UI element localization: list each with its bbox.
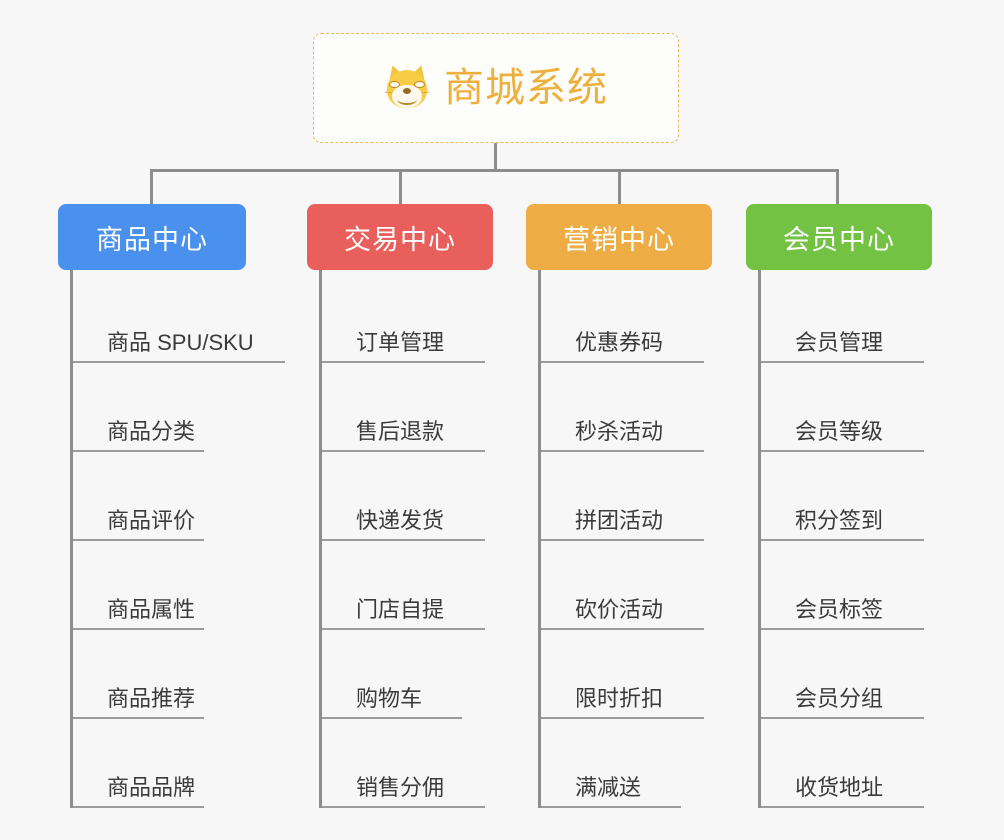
branch-header-label-3: 营销中心	[563, 224, 675, 255]
leaf-label: 收货地址	[795, 774, 884, 800]
leaf-item[interactable]: 优惠券码	[541, 274, 704, 363]
leaf-item[interactable]: 商品 SPU/SKU	[73, 274, 285, 363]
root-title: 商城系统	[444, 66, 608, 110]
leaf-label: 购物车	[356, 685, 423, 711]
branch-交易中心: 交易中心 订单管理 售后退款 快递发货 门店自提 购物车 销售分佣	[307, 204, 493, 808]
leaf-item[interactable]: 商品分类	[73, 363, 204, 452]
leaf-label: 销售分佣	[356, 774, 445, 800]
leaf-item[interactable]: 会员管理	[761, 274, 924, 363]
leaf-item[interactable]: 会员标签	[761, 541, 924, 630]
leaf-label: 满减送	[575, 774, 642, 800]
leaf-label: 会员标签	[795, 596, 884, 622]
leaf-item[interactable]: 收货地址	[761, 719, 924, 808]
leaf-item[interactable]: 订单管理	[322, 274, 485, 363]
branch-会员中心: 会员中心 会员管理 会员等级 积分签到 会员标签 会员分组 收货地址	[746, 204, 932, 808]
leaf-label: 门店自提	[356, 596, 445, 622]
branch-spine-1: 商品 SPU/SKU 商品分类 商品评价 商品属性 商品推荐 商品品牌	[70, 270, 285, 808]
branch-header-3[interactable]: 营销中心	[526, 204, 712, 270]
branch-header-1[interactable]: 商品中心	[58, 204, 246, 270]
leaf-label: 商品 SPU/SKU	[107, 329, 254, 355]
leaf-item[interactable]: 商品属性	[73, 541, 204, 630]
leaf-item[interactable]: 商品评价	[73, 452, 204, 541]
leaf-item[interactable]: 拼团活动	[541, 452, 704, 541]
leaf-item[interactable]: 限时折扣	[541, 630, 704, 719]
leaf-item[interactable]: 积分签到	[761, 452, 924, 541]
leaf-label: 拼团活动	[575, 507, 664, 533]
branch-商品中心: 商品中心 商品 SPU/SKU 商品分类 商品评价 商品属性 商品推荐 商品品牌	[58, 204, 285, 808]
leaf-label: 商品评价	[107, 507, 196, 533]
leaf-item[interactable]: 满减送	[541, 719, 681, 808]
connector-horizontal-bus	[150, 169, 839, 172]
connector-drop-1	[150, 169, 153, 206]
branch-spine-4: 会员管理 会员等级 积分签到 会员标签 会员分组 收货地址	[758, 270, 924, 808]
connector-drop-4	[836, 169, 839, 206]
leaf-label: 商品推荐	[107, 685, 196, 711]
leaf-label: 秒杀活动	[575, 418, 664, 444]
leaf-label: 商品分类	[107, 418, 196, 444]
leaf-item[interactable]: 砍价活动	[541, 541, 704, 630]
leaf-label: 会员管理	[795, 329, 884, 355]
branch-header-4[interactable]: 会员中心	[746, 204, 932, 270]
leaf-label: 售后退款	[356, 418, 445, 444]
leaf-item[interactable]: 会员分组	[761, 630, 924, 719]
leaf-label: 会员等级	[795, 418, 884, 444]
leaf-item[interactable]: 会员等级	[761, 363, 924, 452]
connector-root-stem	[494, 143, 497, 171]
leaf-label: 积分签到	[795, 507, 884, 533]
branch-header-2[interactable]: 交易中心	[307, 204, 493, 270]
branch-header-label-4: 会员中心	[783, 224, 895, 255]
leaf-label: 优惠券码	[575, 329, 664, 355]
root-node[interactable]: 商城系统	[313, 33, 679, 143]
leaf-label: 会员分组	[795, 685, 884, 711]
shiba-dog-icon	[383, 62, 431, 111]
leaf-item[interactable]: 商品品牌	[73, 719, 204, 808]
leaf-item[interactable]: 销售分佣	[322, 719, 485, 808]
leaf-item[interactable]: 售后退款	[322, 363, 485, 452]
leaf-label: 商品品牌	[107, 774, 196, 800]
branch-营销中心: 营销中心 优惠券码 秒杀活动 拼团活动 砍价活动 限时折扣 满减送	[526, 204, 712, 808]
leaf-item[interactable]: 快递发货	[322, 452, 485, 541]
connector-drop-3	[618, 169, 621, 206]
leaf-label: 砍价活动	[575, 596, 664, 622]
leaf-item[interactable]: 购物车	[322, 630, 462, 719]
branch-spine-2: 订单管理 售后退款 快递发货 门店自提 购物车 销售分佣	[319, 270, 485, 808]
branch-spine-3: 优惠券码 秒杀活动 拼团活动 砍价活动 限时折扣 满减送	[538, 270, 704, 808]
leaf-item[interactable]: 门店自提	[322, 541, 485, 630]
branch-header-label-2: 交易中心	[344, 224, 456, 255]
leaf-label: 限时折扣	[575, 685, 664, 711]
leaf-label: 商品属性	[107, 596, 196, 622]
leaf-label: 订单管理	[356, 329, 445, 355]
leaf-item[interactable]: 秒杀活动	[541, 363, 704, 452]
branch-header-label-1: 商品中心	[96, 224, 208, 255]
connector-drop-2	[399, 169, 402, 206]
leaf-item[interactable]: 商品推荐	[73, 630, 204, 719]
leaf-label: 快递发货	[356, 507, 445, 533]
